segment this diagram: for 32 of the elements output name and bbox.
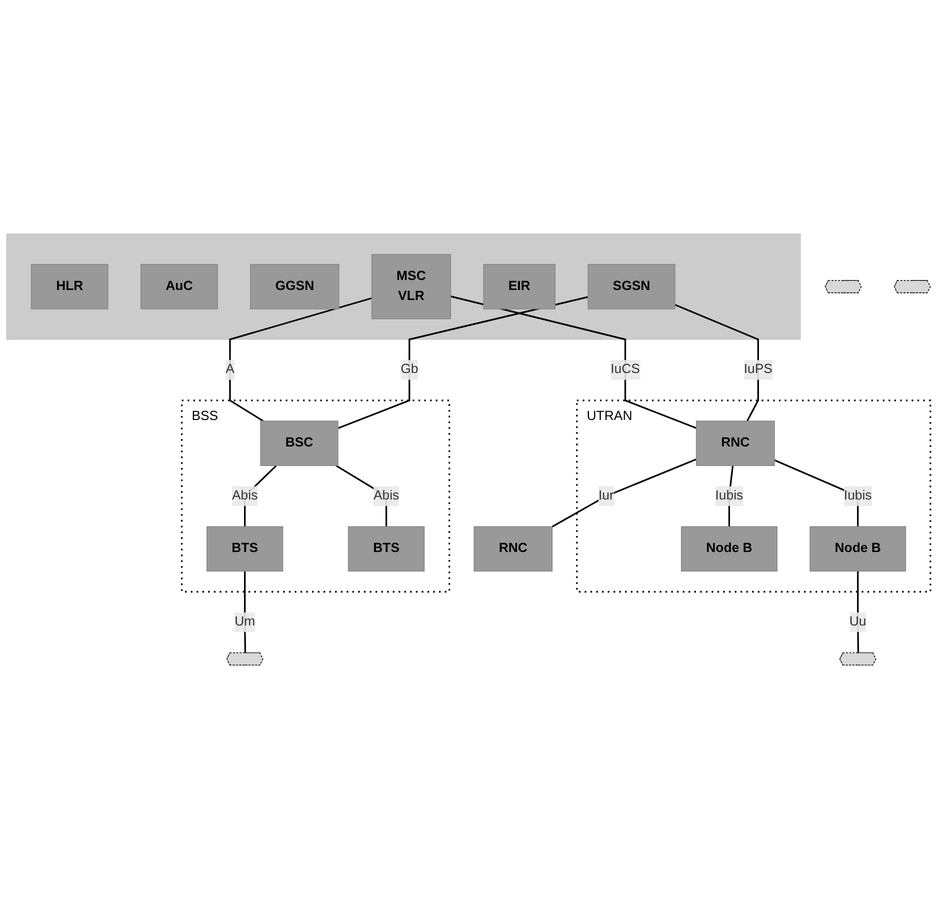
node-box: BTS [206, 526, 284, 572]
connector [674, 304, 759, 422]
node-box: EIR [483, 264, 556, 310]
node-box: MSC VLR [371, 254, 452, 320]
edge-label: IuPS [744, 362, 772, 377]
edge-label: Um [234, 614, 256, 629]
connector [857, 571, 860, 654]
edge-label: A [226, 362, 234, 377]
connector [338, 296, 588, 430]
cluster [6, 233, 801, 340]
edge-label: Uu [849, 614, 866, 629]
edge-label: Abis [232, 488, 258, 503]
edge-label: Iubis [715, 488, 744, 503]
edge-label: Iur [598, 488, 614, 503]
node-box: AuC [140, 264, 218, 310]
node-box: BTS [348, 526, 425, 572]
node-box: Node B [680, 526, 778, 572]
connector [229, 297, 372, 422]
edge-label: IuCS [610, 362, 640, 377]
edge-label: Gb [400, 362, 418, 377]
node-box: SGSN [588, 264, 676, 310]
connector [552, 458, 697, 528]
node-box: GGSN [250, 264, 340, 310]
node-box: Node B [810, 526, 906, 572]
node-box: RNC [474, 526, 553, 572]
connector [450, 296, 697, 429]
node-box: HLR [30, 264, 108, 310]
node-box: RNC [696, 420, 775, 466]
connector [244, 571, 246, 654]
edge-label: Abis [373, 488, 400, 503]
edge-label: Iubis [844, 488, 872, 503]
node-box: BSC [260, 420, 338, 466]
